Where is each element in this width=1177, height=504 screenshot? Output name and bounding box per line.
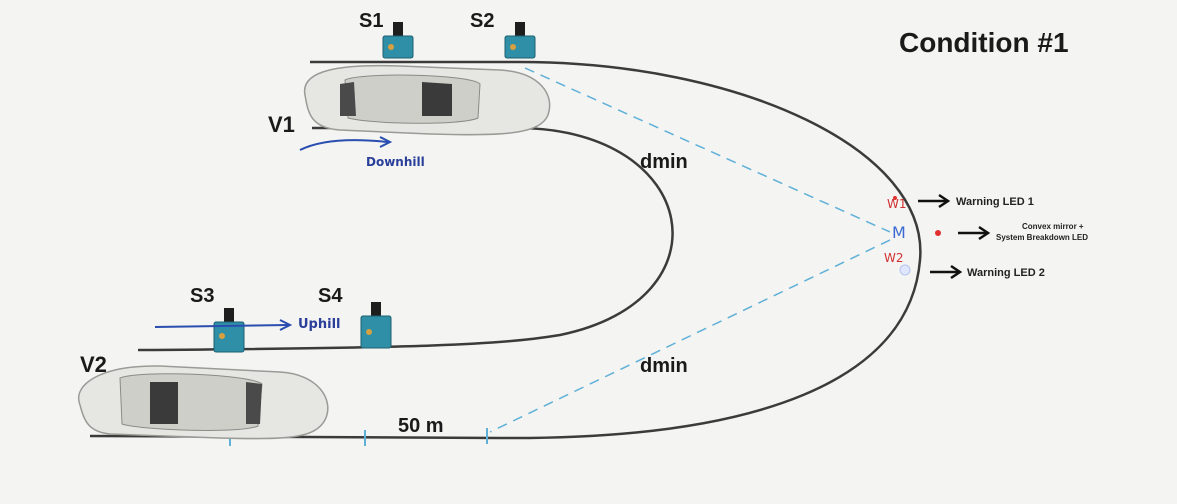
warning-led-1-dot (893, 196, 897, 200)
sensor-s3 (213, 308, 245, 353)
mark-w1: W1 (887, 197, 907, 211)
downhill-label: Downhill (366, 155, 425, 169)
diagram-title: Condition #1 (899, 27, 1069, 58)
mirror-led (935, 230, 941, 236)
mark-w2: W2 (884, 251, 904, 265)
sensor-s4-label: S4 (318, 285, 343, 307)
mirror-label-line2: System Breakdown LED (996, 233, 1088, 242)
sensor-s2-label: S2 (470, 10, 494, 32)
led2-arrowhead (950, 264, 963, 280)
dmin-bottom-label: dmin (640, 355, 688, 377)
downhill-arrowhead (379, 136, 393, 148)
sensor-s4 (360, 302, 392, 349)
warning-led-1-label: Warning LED 1 (956, 196, 1034, 208)
led1-arrowhead (938, 193, 951, 209)
sensor-s3-label: S3 (190, 285, 214, 307)
uphill-label: Uphill (298, 317, 341, 332)
car-v1 (303, 64, 551, 136)
car-v2 (77, 365, 329, 440)
vehicle-v2-label: V2 (80, 352, 107, 377)
downhill-arrow (299, 139, 389, 151)
dmin-top-label: dmin (640, 151, 688, 173)
warning-led-2-glow (899, 264, 911, 276)
mark-m: M (892, 223, 906, 242)
uphill-arrow (154, 324, 289, 328)
sight-line-top (524, 67, 891, 233)
sight-line-bottom (489, 239, 891, 433)
sensor-s1 (382, 22, 414, 59)
sensor-s1-label: S1 (359, 10, 383, 32)
warning-led-2-label: Warning LED 2 (967, 267, 1045, 279)
mirror-label-line1: Convex mirror + (1022, 222, 1084, 231)
sensor-s2 (504, 22, 536, 59)
distance-label: 50 m (398, 415, 444, 437)
vehicle-v1-label: V1 (268, 112, 295, 137)
uphill-arrowhead (279, 319, 293, 331)
mirror-arrowhead (978, 225, 991, 241)
outer-road-line (89, 60, 922, 440)
